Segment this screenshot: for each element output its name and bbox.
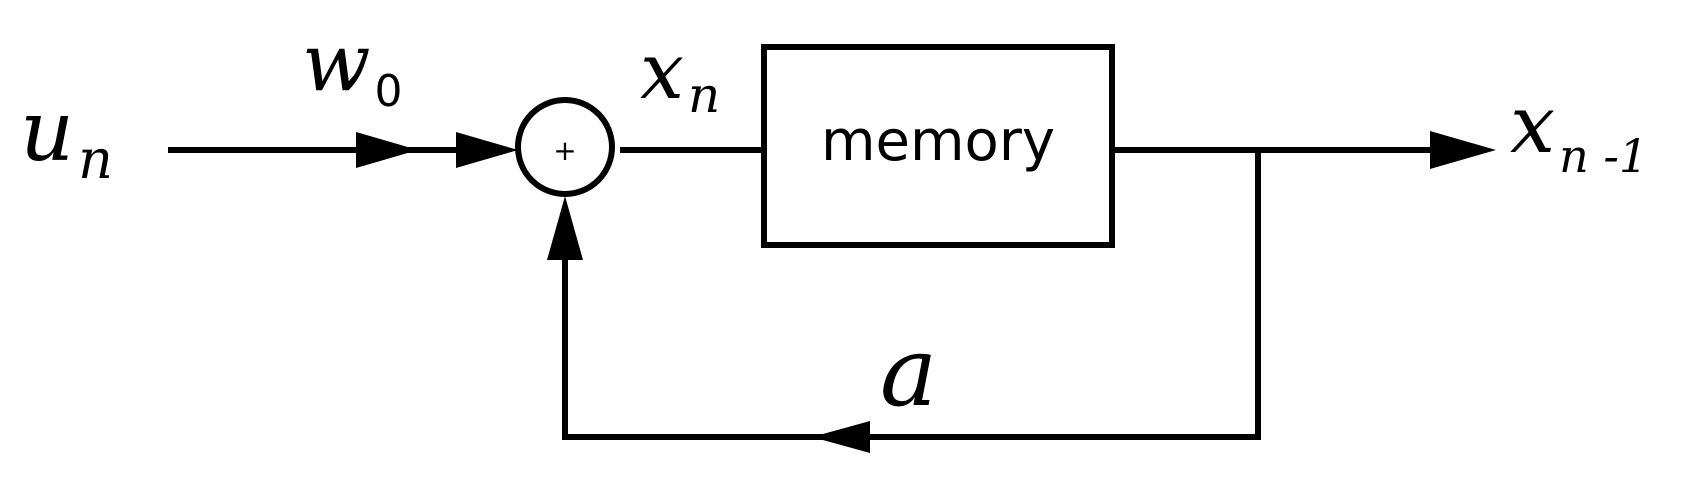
memory-block-label: memory [821, 109, 1055, 174]
input-label: un [20, 82, 113, 191]
gain-label: w0 [302, 16, 402, 117]
memory-block [761, 44, 1115, 248]
gain-arrowhead [356, 132, 418, 168]
summing-junction-symbol: + [553, 134, 576, 167]
feedback-up-arrowhead [547, 196, 583, 260]
output-label: xn -1 [1510, 78, 1648, 183]
output-arrowhead [1430, 131, 1496, 169]
junction-input-arrowhead [456, 132, 518, 168]
feedback-left-arrowhead [812, 421, 870, 453]
feedback-loop-line [562, 150, 1261, 440]
feedback-label: a [880, 316, 937, 428]
state-label: xn [640, 27, 720, 124]
summing-junction [515, 97, 615, 197]
